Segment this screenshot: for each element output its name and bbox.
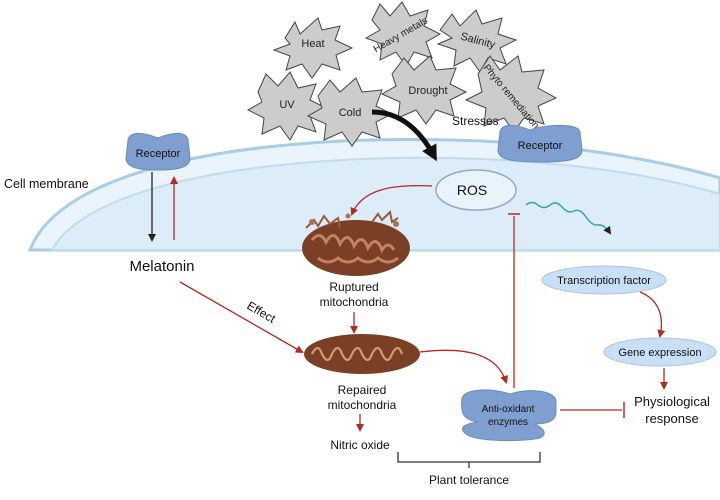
stress-phyto-remediation (464, 55, 558, 133)
physiological-response-label-2: response (645, 411, 698, 426)
repaired-to-antioxidant-arrow (419, 349, 509, 384)
stress-heavy-metals (364, 1, 442, 67)
ruptured-mitochondria (302, 209, 410, 276)
plant-tolerance-label: Plant tolerance (429, 473, 509, 487)
transcription-factor-label: Transcription factor (557, 275, 651, 287)
anti-oxidant-label-1: Anti-oxidant (482, 404, 535, 415)
stress-uv (246, 71, 328, 141)
nitric-oxide-label: Nitric oxide (330, 438, 390, 452)
stress-salinity (436, 9, 518, 73)
receptor-left-label: Receptor (136, 148, 181, 160)
stress-label-heat: Heat (301, 38, 324, 50)
stress-heat (272, 17, 354, 79)
ros-signal-wave (525, 201, 612, 235)
anti-oxidant-enzymes (461, 389, 557, 442)
ruptured-mitochondria-label-1: Ruptured (329, 280, 378, 294)
stress-cluster (246, 1, 558, 147)
receptor-right (497, 124, 583, 163)
gene-expression-label: Gene expression (618, 347, 701, 359)
stresses-label: Stresses (452, 114, 499, 128)
physiological-response-label-1: Physiological (634, 394, 710, 409)
plant-tolerance-bracket (397, 452, 541, 463)
gene-expression-node (603, 337, 717, 367)
stress-to-ros-arrow (371, 109, 437, 162)
transcription-factor-node (541, 265, 667, 295)
ros-label: ROS (457, 182, 487, 198)
stress-label-drought: Drought (408, 85, 447, 97)
melatonin-effect-arrow (179, 281, 304, 353)
receptor-left (125, 132, 191, 171)
ruptured-mitochondria-label-2: mitochondria (320, 295, 389, 309)
stress-label-uv: UV (279, 99, 295, 111)
anti-oxidant-label-2: enzymes (488, 417, 528, 428)
repaired-mitochondria-label-1: Repaired (338, 383, 387, 397)
tf-to-gene-arrow (639, 291, 666, 338)
stress-drought (380, 55, 468, 125)
receptor-right-label: Receptor (518, 140, 563, 152)
cell-membrane-label: Cell membrane (4, 177, 89, 191)
stress-cold (306, 77, 394, 147)
cell-membrane (27, 138, 720, 252)
melatonin-label: Melatonin (129, 258, 194, 275)
ros-to-ruptured-arrow (350, 185, 433, 216)
repaired-mitochondria-label-2: mitochondria (328, 398, 397, 412)
repaired-mitochondria (304, 334, 420, 374)
ros-node (435, 169, 517, 211)
stress-label-cold: Cold (339, 107, 362, 119)
